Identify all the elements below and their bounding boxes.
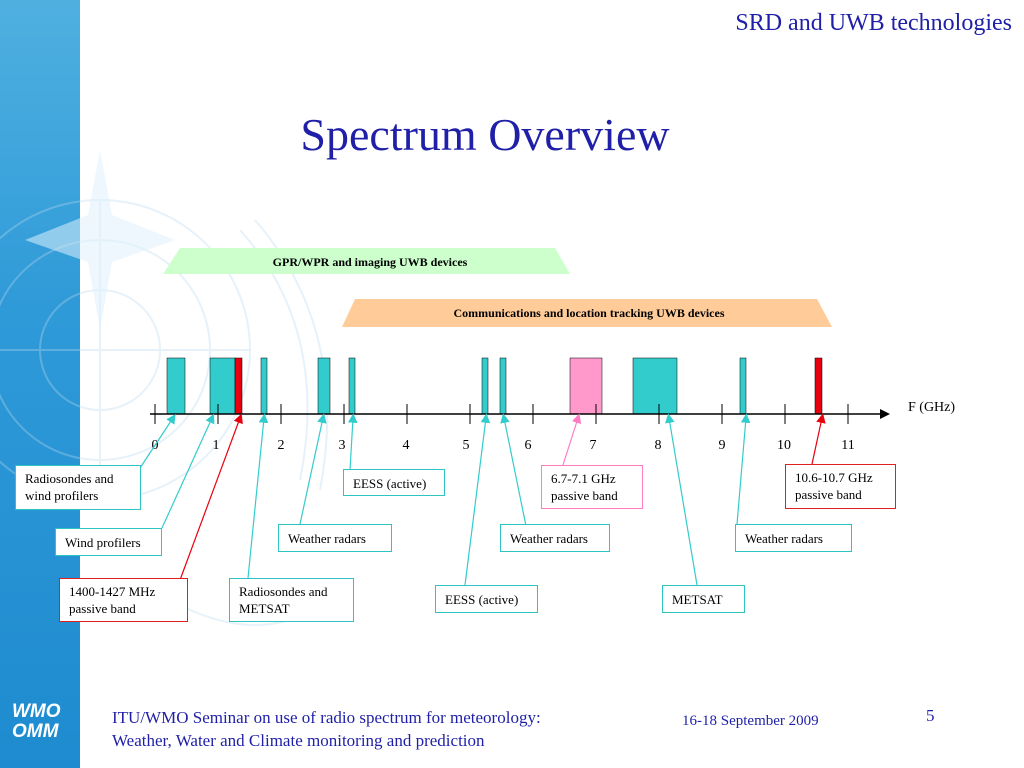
gpr-uwb-label: GPR/WPR and imaging UWB devices bbox=[273, 255, 468, 269]
logo-line-2: OMM bbox=[12, 721, 59, 742]
band-radiosondes-metsat bbox=[260, 357, 268, 415]
comm-uwb-label: Communications and location tracking UWB… bbox=[453, 306, 724, 320]
callout-weather-radars-1: Weather radars bbox=[278, 524, 392, 552]
pointer-eess-1 bbox=[347, 413, 358, 471]
band-passive-1400 bbox=[234, 357, 243, 415]
tick-label-10: 10 bbox=[777, 438, 791, 453]
pointer-passive-1400 bbox=[179, 413, 243, 581]
tick-label-7: 7 bbox=[590, 438, 597, 453]
callout-weather-radars-2: Weather radars bbox=[500, 524, 610, 552]
callout-eess-active-2: EESS (active) bbox=[435, 585, 538, 613]
axis-arrowhead bbox=[880, 409, 890, 419]
callout-wind-profilers: Wind profilers bbox=[55, 528, 162, 556]
tick-label-2: 2 bbox=[278, 438, 285, 453]
page-number: 5 bbox=[926, 706, 935, 725]
wmo-logo: WMO OMM bbox=[12, 702, 61, 742]
pointer-weather-radars-3 bbox=[736, 413, 751, 525]
band-passive-67 bbox=[569, 357, 603, 415]
band-eess-2 bbox=[481, 357, 489, 415]
band-radiosondes-wind bbox=[166, 357, 186, 415]
band-metsat bbox=[632, 357, 678, 415]
axis-label: F (GHz) bbox=[908, 400, 955, 415]
tick-label-5: 5 bbox=[463, 438, 470, 453]
tick-label-9: 9 bbox=[719, 438, 726, 453]
pointer-eess-2 bbox=[464, 413, 491, 586]
callout-radiosondes-wind: Radiosondes and wind profilers bbox=[15, 465, 141, 510]
pointer-weather-radars-1 bbox=[299, 413, 327, 525]
band-weather-radars-2 bbox=[499, 357, 507, 415]
footer-line-1: ITU/WMO Seminar on use of radio spectrum… bbox=[112, 708, 541, 727]
callout-eess-active-1: EESS (active) bbox=[343, 469, 445, 496]
pointer-radiosondes-wind bbox=[139, 413, 176, 469]
callout-weather-radars-3: Weather radars bbox=[735, 524, 852, 552]
band-weather-radars-3 bbox=[739, 357, 747, 415]
band-weather-radars-1 bbox=[317, 357, 331, 415]
pointer-radiosondes-metsat bbox=[247, 413, 269, 579]
band-passive-106 bbox=[814, 357, 823, 415]
pointer-weather-radars-2 bbox=[500, 413, 527, 527]
tick-label-6: 6 bbox=[525, 438, 532, 453]
footer-seminar-text: ITU/WMO Seminar on use of radio spectrum… bbox=[112, 706, 541, 752]
tick-label-4: 4 bbox=[403, 438, 410, 453]
pointer-passive-106 bbox=[811, 413, 826, 465]
logo-line-1: WMO bbox=[12, 701, 61, 722]
comm-uwb-banner bbox=[342, 299, 832, 327]
callout-metsat: METSAT bbox=[662, 585, 745, 613]
band-wind-profilers bbox=[209, 357, 236, 415]
callout-passive-1400: 1400-1427 MHz passive band bbox=[59, 578, 188, 622]
gpr-uwb-banner bbox=[163, 248, 570, 274]
band-eess-1 bbox=[348, 357, 356, 415]
callout-passive-67: 6.7-7.1 GHz passive band bbox=[541, 465, 643, 509]
tick-label-3: 3 bbox=[339, 438, 346, 453]
tick-label-1: 1 bbox=[213, 438, 220, 453]
pointer-wind-profilers bbox=[161, 413, 215, 529]
callout-passive-106: 10.6-10.7 GHz passive band bbox=[785, 464, 896, 509]
pointer-passive-67 bbox=[562, 413, 582, 466]
pointer-metsat bbox=[665, 413, 698, 586]
tick-label-11: 11 bbox=[841, 438, 854, 453]
tick-label-8: 8 bbox=[655, 438, 662, 453]
footer-line-2: Weather, Water and Climate monitoring an… bbox=[112, 731, 485, 750]
sidebar-stripe bbox=[0, 0, 80, 768]
footer-date: 16-18 September 2009 bbox=[682, 713, 819, 729]
callout-radiosondes-metsat: Radiosondes and METSAT bbox=[229, 578, 354, 622]
slide-title: Spectrum Overview bbox=[300, 109, 670, 160]
header-title: SRD and UWB technologies bbox=[735, 10, 1012, 36]
